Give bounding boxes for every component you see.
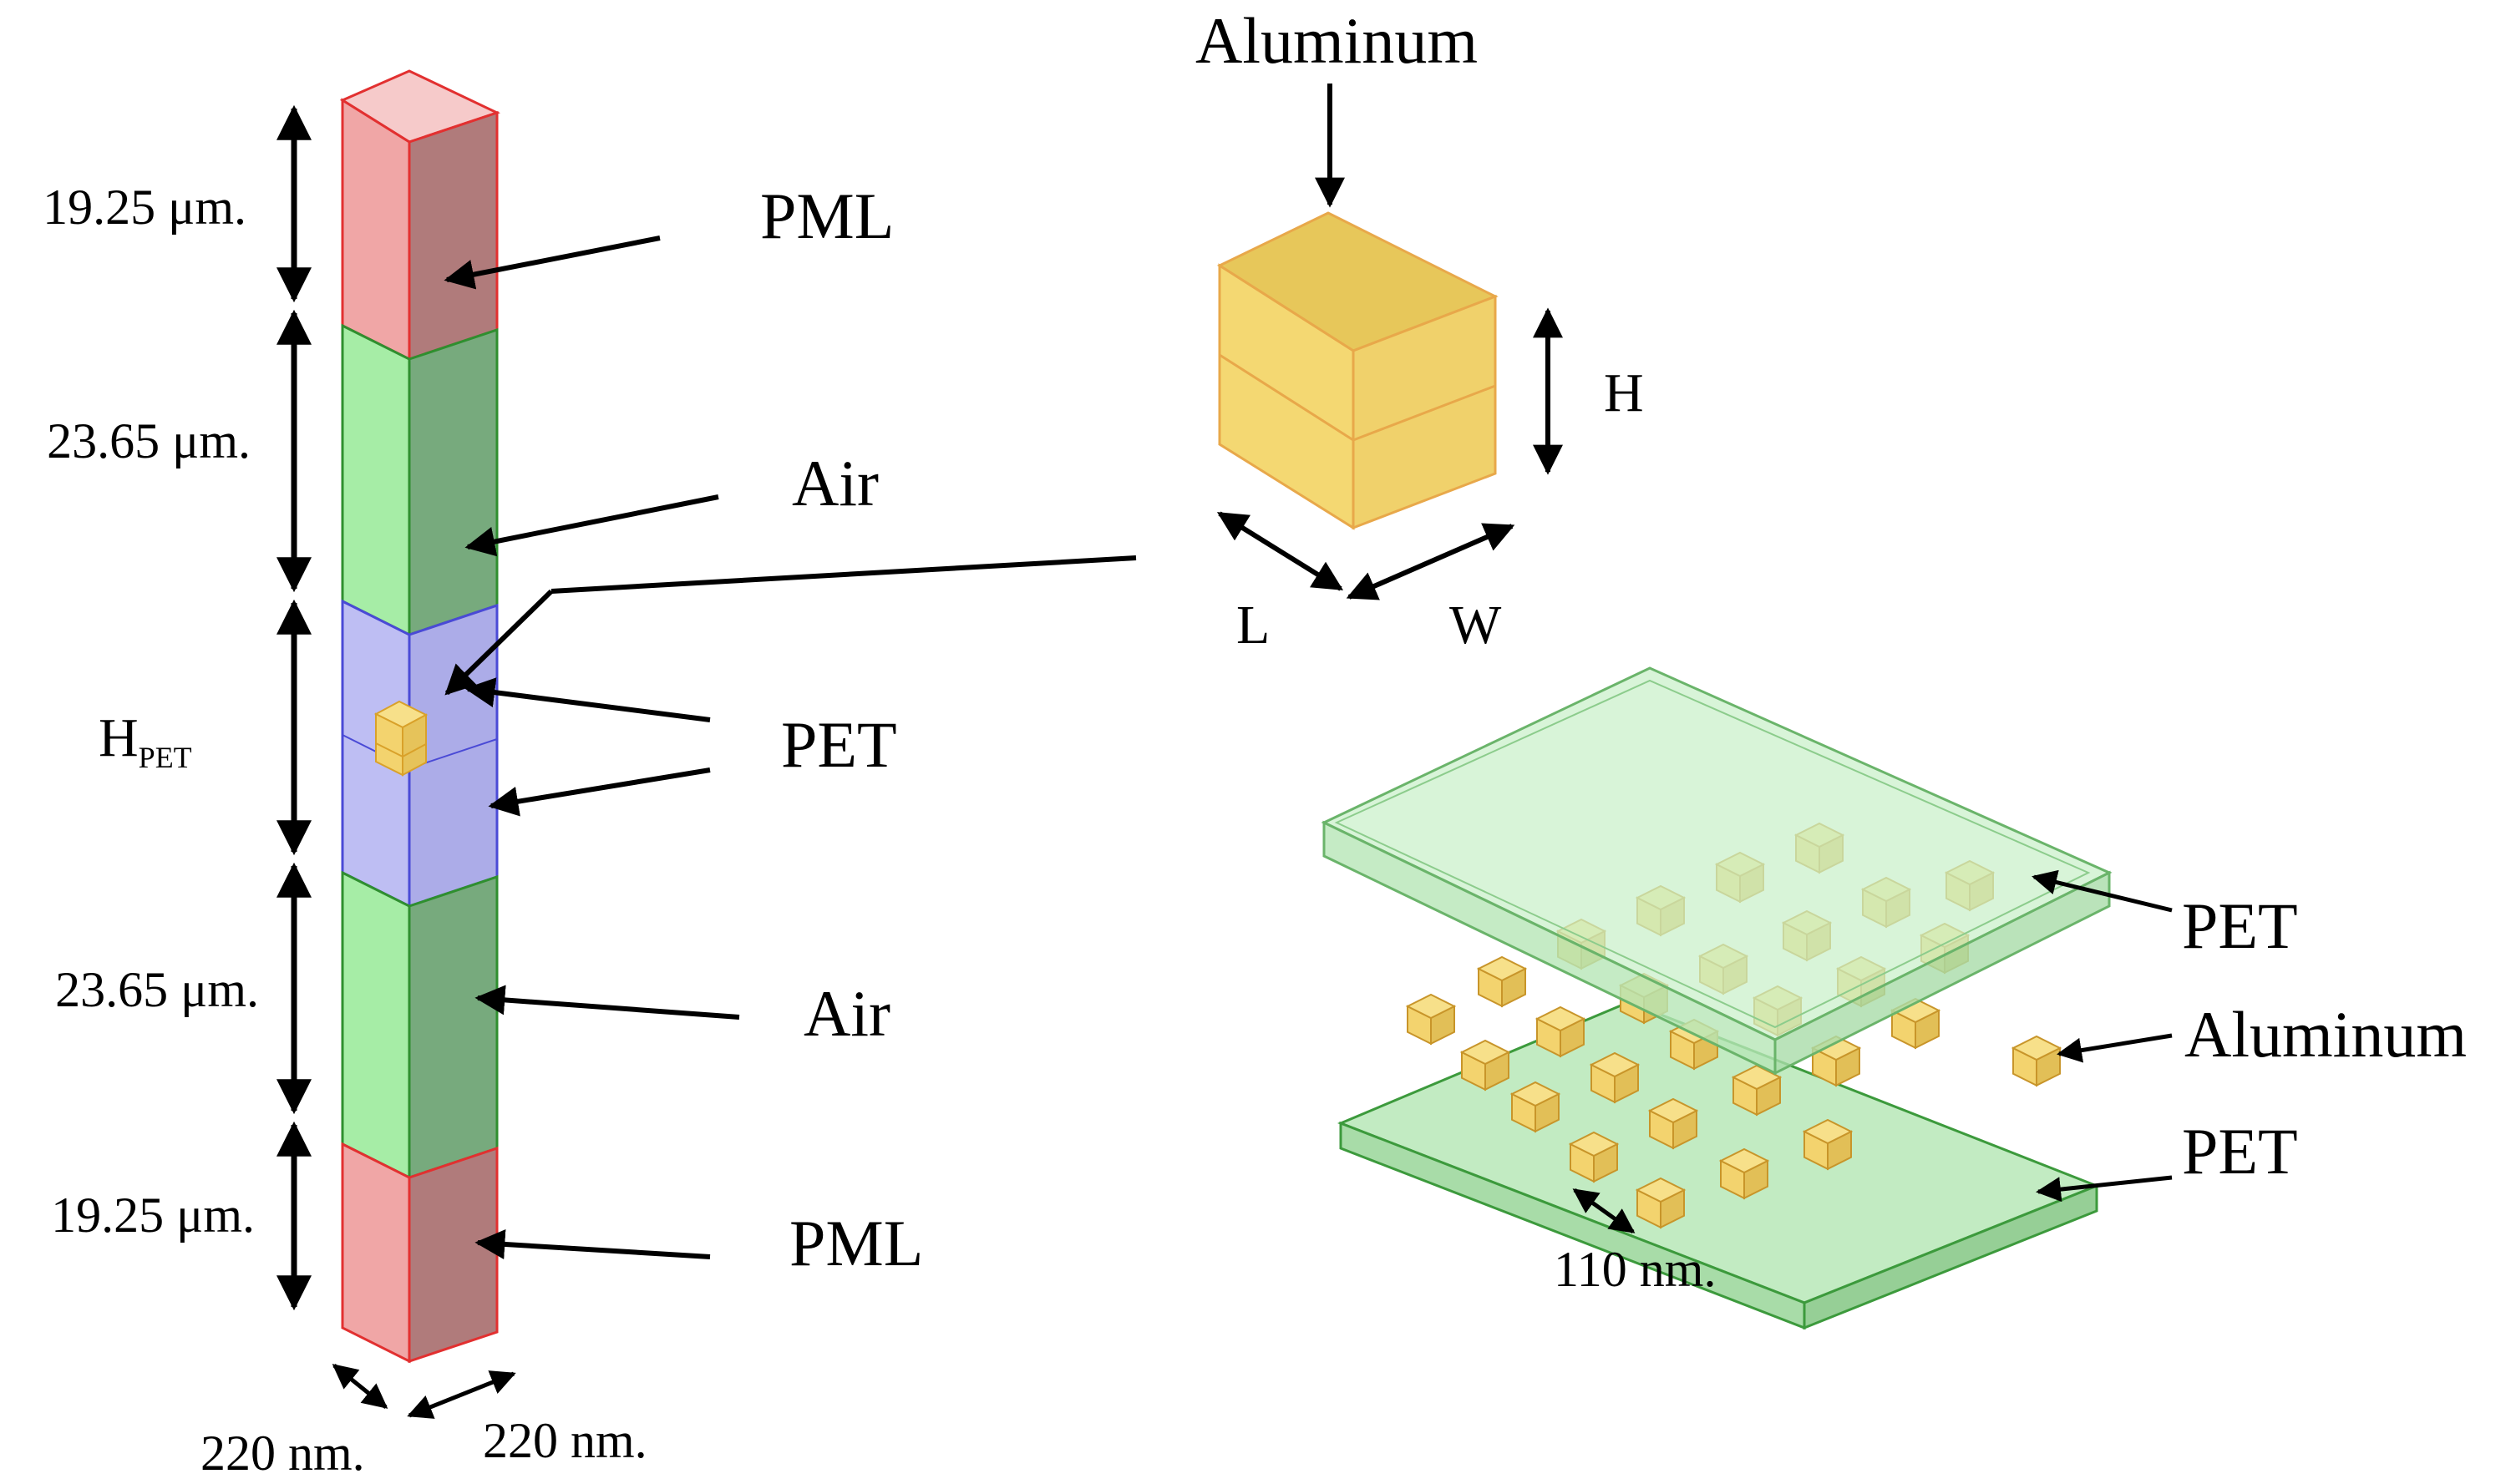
pet-top-sheet — [1321, 666, 2113, 1076]
dimension-labels: 19.25 μm. 23.65 μm. HPET 23.65 μm. 19.25… — [43, 180, 647, 1481]
simulation-column — [339, 69, 501, 1364]
particle-spacing-label: 110 nm. — [1554, 1242, 1716, 1297]
aluminum-particle-in-cell — [373, 700, 429, 777]
unit-cell-height-label: H — [1604, 362, 1644, 423]
unit-cell-cube — [1216, 211, 1499, 530]
layer-labels: PML Air PET Air PML — [760, 180, 923, 1279]
label-pml-bottom: PML — [789, 1207, 923, 1279]
aluminum-particle — [1568, 1131, 1620, 1183]
aluminum-particle — [1802, 1118, 1854, 1171]
dim-pml-bottom-label: 19.25 μm. — [51, 1188, 255, 1243]
exploded-view-arrows — [1572, 869, 2173, 1234]
label-pml-top: PML — [760, 180, 894, 252]
pet-bottom-sheet — [1337, 1000, 2101, 1330]
base-dimension-arrows — [332, 1364, 516, 1419]
unit-cell-arrows — [1216, 84, 1563, 600]
aluminum-particle — [1476, 955, 1528, 1008]
aluminum-particle — [1731, 1064, 1783, 1117]
unit-cell-width-label: W — [1449, 595, 1502, 656]
aluminum-particle — [1647, 1097, 1699, 1150]
aluminum-particle — [1589, 1051, 1641, 1104]
dim-pet-label-sub: PET — [139, 741, 192, 774]
pml-bottom-block — [341, 1142, 499, 1364]
aluminum-particle — [1459, 1039, 1511, 1091]
dim-pet-label-main: H — [99, 707, 139, 768]
exploded-bottom-pet-label: PET — [2182, 1115, 2298, 1188]
aluminum-particle — [1509, 1081, 1561, 1133]
aluminum-particle — [1635, 1177, 1687, 1229]
base-right-label: 220 nm. — [483, 1413, 647, 1468]
pml-top-block — [339, 69, 501, 362]
exploded-top-pet-label: PET — [2182, 889, 2298, 962]
layer-pointer-arrows — [444, 236, 1137, 1259]
aluminum-particle — [1718, 1147, 1770, 1200]
label-pet: PET — [781, 708, 897, 781]
base-left-label: 220 nm. — [200, 1426, 365, 1481]
dim-pml-top-label: 19.25 μm. — [43, 180, 246, 235]
exploded-aluminum-label: Aluminum — [2184, 998, 2467, 1071]
exploded-view-labels: PET Aluminum PET 110 nm. — [1554, 889, 2467, 1297]
unit-cell-material-label: Aluminum — [1195, 4, 1478, 77]
air-bottom-block — [341, 870, 499, 1180]
dim-pet-label: HPET — [99, 707, 192, 774]
aluminum-particle — [1535, 1005, 1586, 1058]
label-air-top: Air — [792, 447, 879, 519]
dim-air-top-label: 23.65 μm. — [47, 413, 251, 468]
unit-cell-labels: Aluminum H L W — [1195, 4, 1644, 656]
air-top-block — [341, 323, 499, 637]
label-air-bottom: Air — [804, 977, 890, 1050]
aluminum-particle — [1405, 993, 1457, 1046]
aluminum-particle — [2011, 1035, 2062, 1087]
dim-air-bottom-label: 23.65 μm. — [55, 962, 259, 1017]
unit-cell-length-label: L — [1236, 595, 1270, 656]
